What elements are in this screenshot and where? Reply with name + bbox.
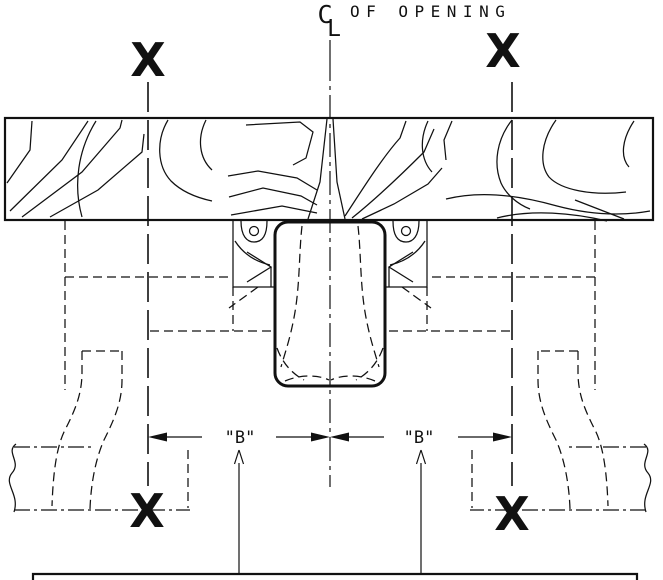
cl-symbol-c: C (317, 0, 332, 29)
hidden-arm-outline (51, 221, 276, 510)
sill-bar (8, 443, 190, 513)
right-half-geometry (329, 81, 652, 576)
dimension-label-b-left: "B" (225, 428, 256, 448)
opening-kerf (307, 118, 346, 220)
section-marker-x-bottom-left: X (129, 484, 164, 538)
cl-symbol-l: L (327, 16, 341, 42)
closer-cavity-hidden-lines (276, 225, 330, 382)
dimension-label-b-right: "B" (404, 428, 435, 448)
section-marker-x-top-left: X (130, 33, 165, 87)
dimension-arrowhead (311, 432, 330, 442)
header-board (3, 116, 655, 222)
centerline-symbol: C L (317, 0, 340, 42)
note-box (31, 572, 639, 580)
dimension-arrowhead (148, 432, 167, 442)
dimension-line-b (148, 432, 330, 442)
section-marker-x-bottom-right: X (494, 487, 529, 541)
of-opening-label: OF OPENING (350, 2, 511, 21)
screw-hole (248, 225, 260, 237)
section-marker-x-top-right: X (485, 24, 520, 78)
pivot-bracket (232, 220, 276, 288)
leader-arrow (233, 449, 245, 575)
wood-grain (6, 119, 651, 222)
break-line (8, 443, 17, 513)
left-half-geometry (8, 82, 330, 575)
